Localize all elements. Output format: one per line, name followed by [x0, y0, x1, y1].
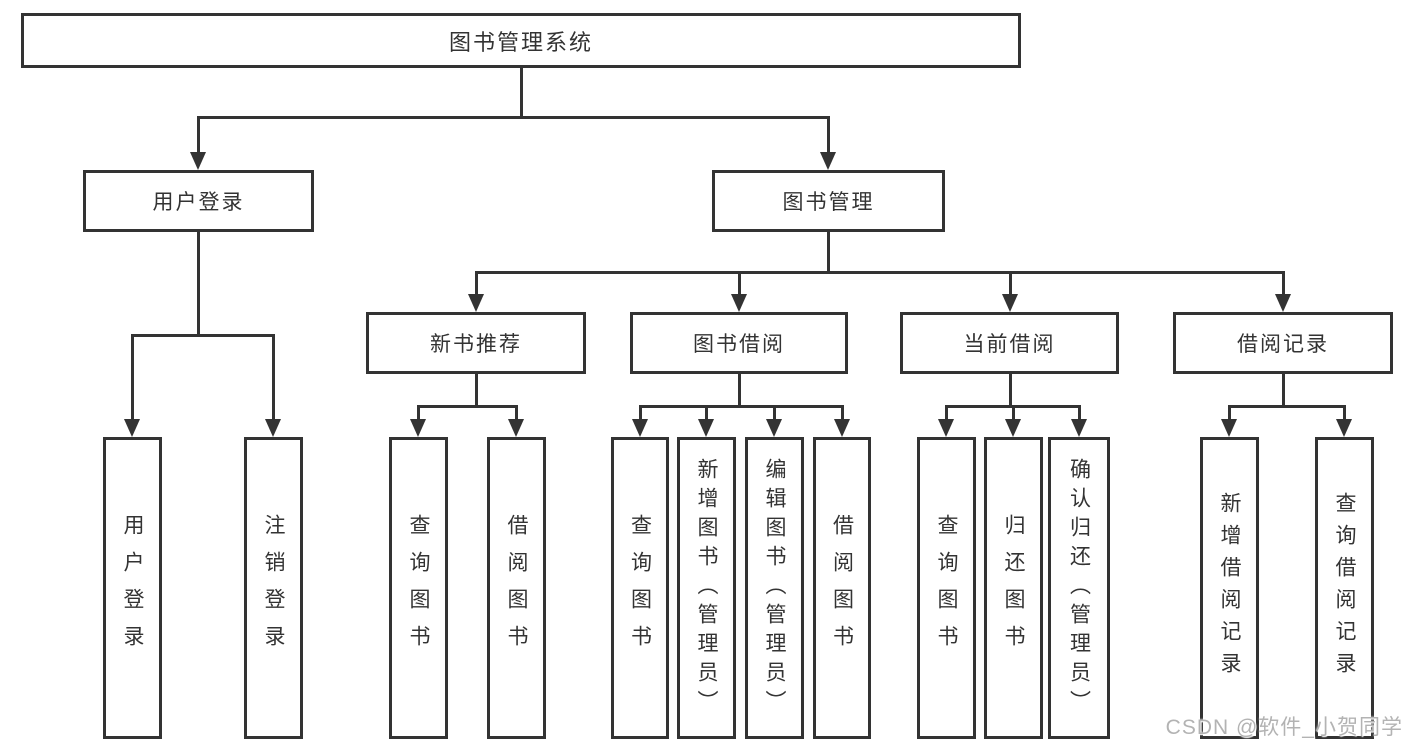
node-user-login: 用户登录: [83, 170, 314, 232]
node-label: 图书借阅: [693, 333, 785, 356]
leaf-label: 确认归还（管理员）: [1067, 457, 1091, 719]
connector-line: [1228, 405, 1346, 408]
leaf-label: 归还图书: [1002, 514, 1025, 662]
arrow-down-icon: [468, 294, 484, 312]
connector-line: [1012, 405, 1015, 421]
node-current-borrowing: 当前借阅: [900, 312, 1119, 374]
connector-line: [520, 66, 523, 119]
leaf-return-books: 归还图书: [984, 437, 1043, 739]
arrow-down-icon: [731, 294, 747, 312]
connector-line: [131, 334, 275, 337]
arrow-down-icon: [1336, 419, 1352, 437]
connector-line: [738, 372, 741, 407]
leaf-label: 新增图书（管理员）: [695, 457, 718, 719]
leaf-query-books-recommend: 查询图书: [389, 437, 448, 739]
arrow-down-icon: [1005, 419, 1021, 437]
arrow-down-icon: [265, 419, 281, 437]
leaf-edit-book-admin: 编辑图书（管理员）: [745, 437, 804, 739]
connector-line: [1009, 271, 1012, 296]
arrow-down-icon: [766, 419, 782, 437]
arrow-down-icon: [1275, 294, 1291, 312]
connector-line: [475, 271, 1285, 274]
node-label: 借阅记录: [1237, 333, 1329, 356]
csdn-watermark: CSDN @软件_小贺同学: [1165, 716, 1403, 739]
connector-line: [705, 405, 708, 421]
node-label: 新书推荐: [430, 333, 522, 356]
leaf-label: 注销登录: [262, 514, 285, 662]
arrow-down-icon: [508, 419, 524, 437]
leaf-add-book-admin: 新增图书（管理员）: [677, 437, 736, 739]
node-label: 图书管理系统: [448, 29, 593, 55]
leaf-label: 新增借阅记录: [1218, 492, 1241, 684]
node-borrowing-records: 借阅记录: [1173, 312, 1393, 374]
node-label: 当前借阅: [963, 333, 1056, 356]
node-book-management: 图书管理: [712, 170, 945, 232]
connector-line: [515, 405, 518, 421]
connector-line: [417, 405, 420, 421]
arrow-down-icon: [698, 419, 714, 437]
arrow-down-icon: [632, 419, 648, 437]
node-new-book-recommendation: 新书推荐: [366, 312, 586, 374]
arrow-down-icon: [938, 419, 954, 437]
node-label: 图书管理: [782, 191, 875, 214]
leaf-label: 查询图书: [407, 514, 430, 662]
arrow-down-icon: [1002, 294, 1018, 312]
connector-line: [773, 405, 776, 421]
connector-line: [841, 405, 844, 421]
leaf-logout: 注销登录: [244, 437, 303, 739]
leaf-label: 借阅图书: [830, 514, 854, 662]
node-label: 用户登录: [152, 191, 245, 214]
connector-line: [1078, 405, 1081, 421]
leaf-borrow-books-recommend: 借阅图书: [487, 437, 546, 739]
connector-line: [197, 116, 200, 154]
connector-line: [1228, 405, 1231, 421]
connector-line: [417, 405, 518, 408]
leaf-user-login: 用户登录: [103, 437, 162, 739]
connector-line: [197, 230, 200, 336]
arrow-down-icon: [190, 152, 206, 170]
node-library-management-system: 图书管理系统: [21, 13, 1021, 68]
leaf-label: 查询借阅记录: [1333, 492, 1356, 684]
arrow-down-icon: [834, 419, 850, 437]
connector-line: [1282, 372, 1285, 407]
connector-line: [475, 271, 478, 296]
connector-line: [272, 334, 275, 421]
leaf-label: 用户登录: [121, 514, 144, 662]
leaf-query-books-borrowing: 查询图书: [611, 437, 669, 739]
arrow-down-icon: [1071, 419, 1087, 437]
connector-line: [827, 231, 830, 273]
connector-line: [131, 334, 134, 421]
leaf-add-borrow-record: 新增借阅记录: [1200, 437, 1259, 739]
arrow-down-icon: [1221, 419, 1237, 437]
connector-line: [475, 372, 478, 407]
leaf-label: 编辑图书（管理员）: [763, 457, 786, 719]
leaf-query-borrow-record: 查询借阅记录: [1315, 437, 1374, 739]
arrow-down-icon: [410, 419, 426, 437]
connector-line: [1009, 372, 1012, 407]
connector-line: [1343, 405, 1346, 421]
arrow-down-icon: [124, 419, 140, 437]
connector-line: [738, 271, 741, 296]
leaf-confirm-return-admin: 确认归还（管理员）: [1048, 437, 1110, 739]
connector-line: [827, 116, 830, 154]
leaf-borrow-books: 借阅图书: [813, 437, 871, 739]
node-book-borrowing: 图书借阅: [630, 312, 848, 374]
connector-line: [945, 405, 948, 421]
leaf-label: 查询图书: [935, 514, 958, 662]
connector-line: [1282, 271, 1285, 296]
arrow-down-icon: [820, 152, 836, 170]
leaf-query-books-current: 查询图书: [917, 437, 976, 739]
connector-line: [639, 405, 642, 421]
connector-line: [197, 116, 830, 119]
leaf-label: 借阅图书: [505, 514, 528, 662]
leaf-label: 查询图书: [628, 514, 652, 662]
connector-line: [639, 405, 844, 408]
